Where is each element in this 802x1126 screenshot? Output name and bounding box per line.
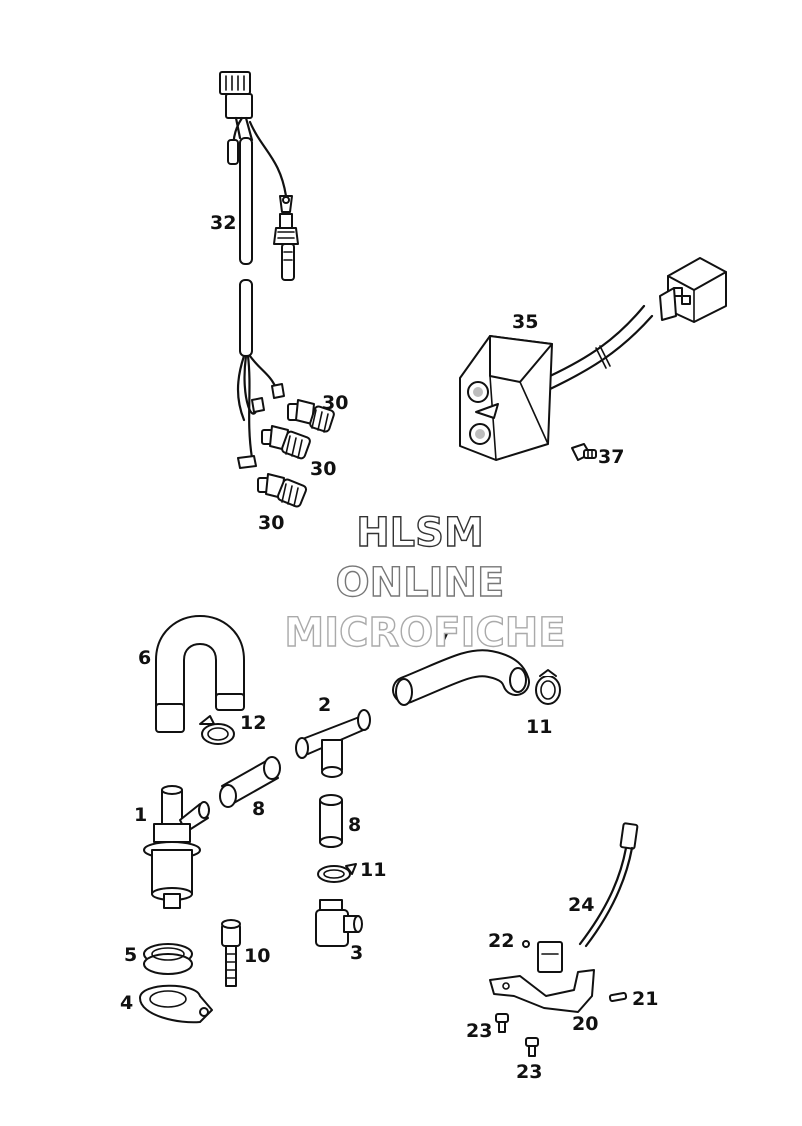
part-11-clamp-upper[interactable] <box>535 669 561 705</box>
callout-23-left: 23 <box>466 1020 492 1042</box>
watermark-line-3: MICROFICHE <box>284 610 565 656</box>
callout-5: 5 <box>124 944 137 966</box>
callout-32: 32 <box>210 212 236 234</box>
callout-12: 12 <box>240 712 266 734</box>
callout-21: 21 <box>632 988 658 1010</box>
callout-23-right: 23 <box>516 1061 542 1083</box>
callout-1: 1 <box>134 804 147 826</box>
part-3-elbow-fitting[interactable] <box>315 899 363 947</box>
callout-8-left: 8 <box>252 798 265 820</box>
callout-24: 24 <box>568 894 594 916</box>
callout-7: 7 <box>436 629 449 651</box>
part-37-screw[interactable] <box>571 443 597 461</box>
part-8-hose-angled[interactable] <box>219 756 281 808</box>
part-8-hose-straight[interactable] <box>319 794 343 848</box>
callout-4: 4 <box>120 992 133 1014</box>
part-32-wiring-harness[interactable] <box>219 71 299 469</box>
callout-8-right: 8 <box>348 814 361 836</box>
part-12-hose-clamp[interactable] <box>199 715 235 745</box>
callout-35: 35 <box>512 311 538 333</box>
callout-30-upper: 30 <box>322 392 348 414</box>
callout-11-upper: 11 <box>526 716 552 738</box>
callout-2: 2 <box>318 694 331 716</box>
callout-37: 37 <box>598 446 624 468</box>
callout-11-lower: 11 <box>360 859 386 881</box>
callout-3: 3 <box>350 942 363 964</box>
watermark-line-1: HLSM <box>356 510 484 556</box>
part-22-nut[interactable] <box>522 940 530 948</box>
part-4-gasket[interactable] <box>139 984 213 1024</box>
part-30-switch-lower[interactable] <box>257 473 308 508</box>
part-30-switch-upper[interactable] <box>287 399 335 433</box>
part-20-bracket[interactable] <box>489 969 595 1013</box>
part-30-switch-middle[interactable] <box>261 425 311 460</box>
part-24-sensor-cable[interactable] <box>537 822 639 973</box>
part-35-control-unit[interactable] <box>459 257 727 461</box>
callout-6: 6 <box>138 647 151 669</box>
callout-22: 22 <box>488 930 514 952</box>
part-23-screw-right[interactable] <box>525 1037 539 1057</box>
part-6-u-hose[interactable] <box>155 615 245 733</box>
part-23-screw-left[interactable] <box>495 1013 509 1033</box>
callout-30-middle: 30 <box>310 458 336 480</box>
part-2-t-fitting[interactable] <box>295 709 371 778</box>
part-10-bolt[interactable] <box>221 919 241 987</box>
watermark-line-2: ONLINE <box>336 560 505 606</box>
callout-10: 10 <box>244 945 270 967</box>
part-7-elbow-hose[interactable] <box>392 649 530 706</box>
callout-30-lower: 30 <box>258 512 284 534</box>
callout-20: 20 <box>572 1013 598 1035</box>
part-21-screw[interactable] <box>608 991 628 1003</box>
part-11-clamp-lower[interactable] <box>317 863 357 883</box>
part-5-o-ring[interactable] <box>143 943 193 975</box>
part-1-valve[interactable] <box>143 785 210 909</box>
